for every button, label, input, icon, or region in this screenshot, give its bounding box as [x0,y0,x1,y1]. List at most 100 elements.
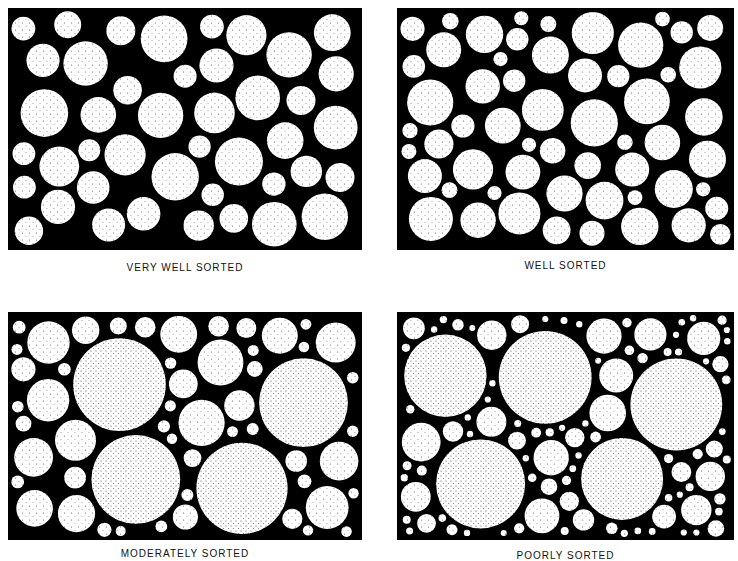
grain [407,79,453,125]
grain [499,331,592,424]
grain [113,76,142,105]
grain [21,89,69,137]
grain [469,325,475,331]
grain [523,455,529,461]
grain [77,171,110,204]
grain [215,138,263,186]
grain [679,319,686,326]
grain [675,348,682,355]
grain [58,363,71,376]
grain [559,425,565,431]
grain [546,428,554,436]
grain [679,46,721,88]
grain [464,530,470,536]
grain [12,17,36,41]
grain [404,335,486,417]
grain [426,32,461,67]
grain [299,342,310,353]
grain [686,483,694,491]
grain [724,338,730,344]
grain [198,340,244,386]
grain [282,509,302,529]
grain [634,318,666,350]
grain [595,358,601,364]
grain [511,315,529,333]
grain [586,319,621,354]
grain [565,428,584,447]
grain [347,426,358,437]
grain [54,11,81,38]
grain [508,432,526,450]
grain [487,186,501,200]
grain [671,21,693,43]
grain [202,184,224,206]
grain [697,15,723,41]
panel-caption: VERY WELL SORTED [8,262,362,273]
grain [466,16,503,53]
grain [314,14,351,51]
panel-ground [8,8,362,250]
grain [560,492,579,511]
grain [235,76,280,121]
grain [569,465,576,472]
grain [501,530,507,536]
grain [522,89,564,131]
grain [252,202,297,247]
grain [575,452,581,458]
grain [13,176,36,199]
grain [442,182,458,198]
grain [528,474,537,483]
grain [453,149,493,189]
grain [630,359,722,451]
panel-caption: WELL SORTED [397,260,734,271]
grain [693,529,699,535]
grain [314,106,358,150]
grain [574,152,601,179]
grain [582,420,588,426]
grain [16,490,53,527]
grain [677,492,683,498]
grain [181,489,193,501]
grain [15,217,43,245]
grain [506,28,528,50]
grain [660,67,676,83]
grain [655,170,693,208]
grain [561,527,569,535]
grain [485,108,521,144]
grain [158,420,170,432]
grain [693,449,703,459]
grain [116,526,126,536]
grain [224,390,254,420]
grain [401,474,408,481]
grain [226,15,266,55]
grain [12,401,24,413]
grain [622,318,631,327]
grain [617,134,633,150]
grain [673,332,679,338]
grain [466,69,500,103]
grain [664,348,672,356]
grain [655,12,670,27]
grain [63,41,107,85]
grain [541,478,558,495]
grain [403,516,411,524]
grain [248,345,259,356]
grain [110,318,127,335]
grain [14,438,53,477]
grain [606,523,618,535]
grain [259,358,348,447]
grain [703,358,709,364]
grain [347,372,359,384]
grain [152,153,199,200]
grain [568,58,602,92]
grain [722,375,731,384]
grain [572,12,614,54]
grain [12,344,23,355]
grain [440,316,447,323]
grain [690,315,696,321]
grain [447,524,458,535]
grain [540,16,556,32]
grain [11,476,24,489]
grain [439,514,447,522]
